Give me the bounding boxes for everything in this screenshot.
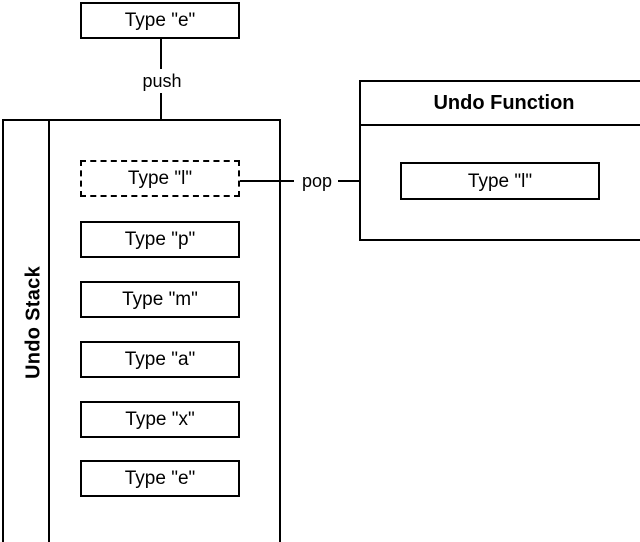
undo-function-item-box[interactable]: Type "l" xyxy=(400,162,600,200)
undo-stack-divider xyxy=(48,121,50,542)
stack-item[interactable]: Type "e" xyxy=(80,460,240,497)
stack-item[interactable]: Type "a" xyxy=(80,341,240,378)
push-arrow-line-lower xyxy=(160,93,162,131)
undo-stack-label: Undo Stack xyxy=(22,265,45,380)
push-arrow-line-upper xyxy=(160,39,162,69)
pop-arrow-line-left xyxy=(240,180,296,182)
undo-function-title: Undo Function xyxy=(361,82,640,126)
stack-item[interactable]: Type "x" xyxy=(80,401,240,438)
push-item-box: Type "e" xyxy=(80,2,240,39)
stack-item-top[interactable]: Type "l" xyxy=(80,160,240,197)
undo-function-panel: Undo Function xyxy=(359,80,640,241)
stack-item[interactable]: Type "m" xyxy=(80,281,240,318)
pop-arrow-label: pop xyxy=(294,170,340,192)
push-arrow-label: push xyxy=(130,70,194,92)
stack-item[interactable]: Type "p" xyxy=(80,221,240,258)
